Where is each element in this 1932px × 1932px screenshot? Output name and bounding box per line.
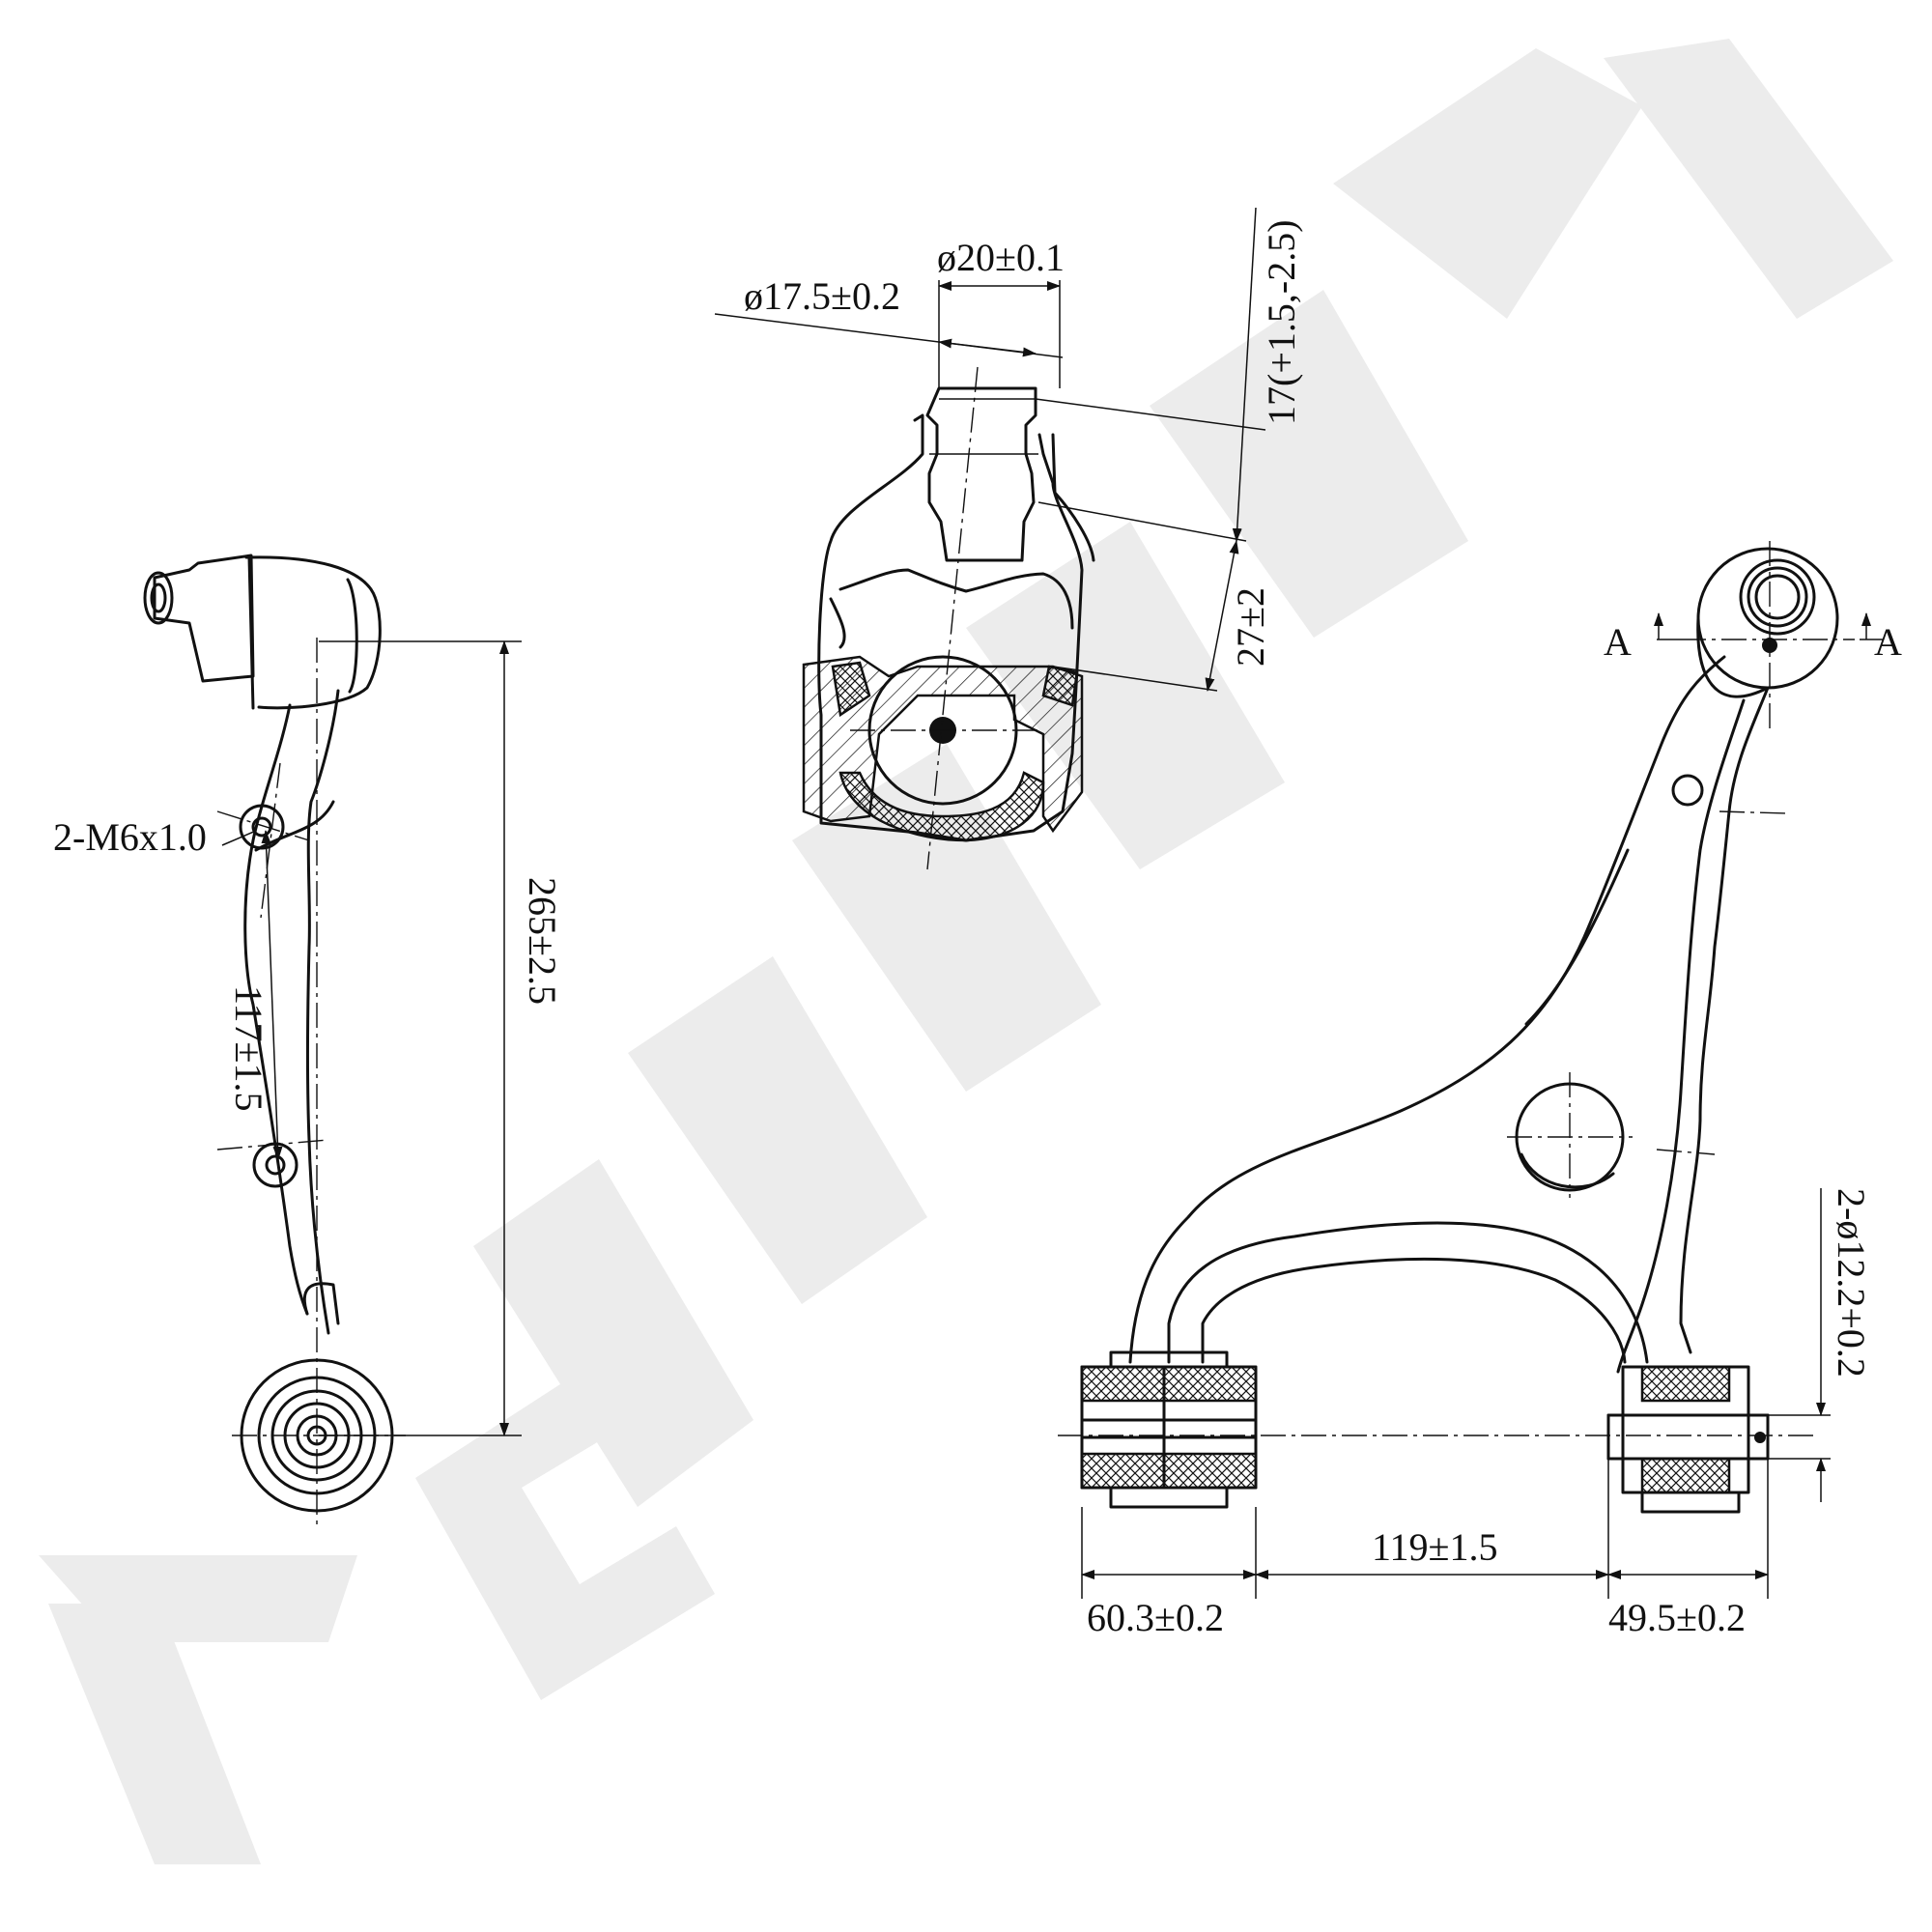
section-marker-right: A xyxy=(1874,620,1902,664)
section-marker-left: A xyxy=(1604,620,1632,664)
label-bushing-width-right: 49.5±0.2 xyxy=(1608,1596,1746,1639)
label-bushing-spacing: 119±1.5 xyxy=(1372,1525,1497,1569)
label-stud-dia-small: ø17.5±0.2 xyxy=(744,274,900,318)
label-bolt-spacing: 117±1.5 xyxy=(227,985,270,1111)
label-taper-length: 17(+1.5,-2.5) xyxy=(1260,219,1303,425)
arm-side-view xyxy=(143,554,406,1526)
arm-top-view xyxy=(1058,541,1855,1514)
dimension-lines xyxy=(221,207,1884,1599)
label-bushing-width-left: 60.3±0.2 xyxy=(1087,1596,1224,1639)
dimension-labels: 2-M6x1.0 265±2.5 117±1.5 ø17.5±0.2 ø20±0… xyxy=(53,219,1902,1639)
label-arm-length: 265±2.5 xyxy=(521,877,564,1005)
label-stud-dia-large: ø20±0.1 xyxy=(937,236,1065,279)
label-stud-height: 27±2 xyxy=(1229,587,1272,667)
watermark-logo xyxy=(39,39,1893,1864)
label-thread: 2-M6x1.0 xyxy=(53,815,207,859)
ball-joint-section xyxy=(802,366,1095,870)
label-bushing-bore: 2-ø12.2+0.2 xyxy=(1830,1188,1873,1378)
